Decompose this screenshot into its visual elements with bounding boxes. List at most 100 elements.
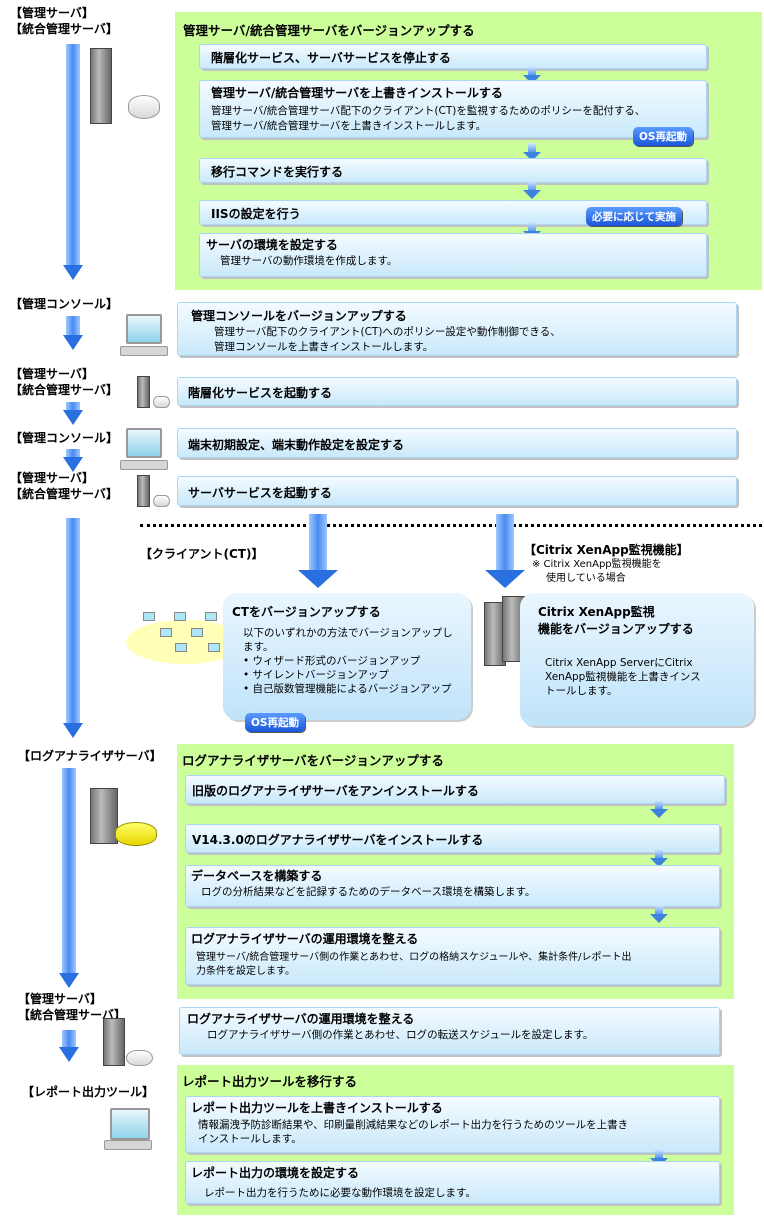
step-description: 管理サーバ/統合管理サーバ側の作業とあわせ、ログの格納スケジュールや、集計条件/… bbox=[196, 952, 632, 963]
flow-bar bbox=[62, 1030, 76, 1047]
step-description: 管理サーバの動作環境を作成します。 bbox=[220, 255, 398, 267]
server-icon bbox=[137, 475, 150, 507]
step-terminal-settings bbox=[177, 428, 737, 458]
citrix-note: ※ Citrix XenApp監視機能を bbox=[532, 559, 662, 570]
step-arrow bbox=[523, 143, 541, 161]
citrix-title: Citrix XenApp監視 bbox=[538, 605, 655, 619]
citrix-note: 使用している場合 bbox=[546, 573, 626, 584]
client-pc-icon bbox=[143, 612, 155, 621]
step-arrow bbox=[523, 181, 541, 199]
role-label-management-server: 【管理サーバ】 bbox=[18, 992, 102, 1006]
step-start-hierarchy-service bbox=[177, 377, 737, 406]
step-migration-command bbox=[199, 158, 707, 183]
step-console-upgrade bbox=[177, 302, 737, 356]
role-label-citrix: 【Citrix XenApp監視機能】 bbox=[524, 543, 689, 557]
role-label-management-console: 【管理コンソール】 bbox=[10, 297, 119, 311]
step-arrow bbox=[650, 849, 668, 867]
step-title: 移行コマンドを実行する bbox=[211, 165, 344, 179]
flow-bar bbox=[66, 316, 80, 336]
flow-arrow-head bbox=[59, 973, 79, 988]
step-arrow bbox=[650, 905, 668, 923]
role-label-integrated-server: 【統合管理サーバ】 bbox=[10, 487, 118, 501]
step-title: IISの設定を行う bbox=[211, 207, 301, 221]
step-title: サーバの環境を設定する bbox=[206, 238, 338, 252]
disk-icon bbox=[153, 396, 170, 408]
pc-icon bbox=[104, 1108, 152, 1150]
client-pc-icon bbox=[191, 628, 203, 637]
server-icon bbox=[90, 48, 112, 124]
role-label-integrated-server: 【統合管理サーバ】 bbox=[10, 22, 118, 36]
flow-bar bbox=[66, 44, 80, 266]
citrix-upgrade-card bbox=[520, 593, 754, 726]
ct-description: 以下のいずれかの方法でバージョンアップし bbox=[243, 627, 453, 639]
role-label-report-tool: 【レポート出力ツール】 bbox=[22, 1085, 155, 1099]
step-log-analyzer-environment bbox=[185, 927, 720, 985]
step-report-environment bbox=[185, 1161, 720, 1204]
step-description: ログアナライザサーバ側の作業とあわせ、ログの転送スケジュールを設定します。 bbox=[207, 1029, 594, 1041]
step-overwrite-install bbox=[199, 80, 707, 138]
flow-arrow-head bbox=[59, 1047, 79, 1062]
ct-upgrade-card bbox=[223, 593, 471, 720]
ct-method-item: • 自己版数管理機能によるバージョンアップ bbox=[243, 683, 452, 695]
disk-icon bbox=[126, 1050, 153, 1066]
step-description: ログの分析結果などを記録するためのデータベース環境を構築します。 bbox=[201, 886, 536, 898]
step-description: 管理サーバ/統合管理サーバを上書きインストールします。 bbox=[211, 120, 487, 132]
role-label-integrated-server: 【統合管理サーバ】 bbox=[18, 1008, 126, 1022]
role-label-client: 【クライアント(CT)】 bbox=[140, 547, 264, 561]
optional-badge: 必要に応じて実施 bbox=[586, 207, 682, 226]
step-title: レポート出力ツールを上書きインストールする bbox=[191, 1101, 443, 1115]
step-management-log-environment bbox=[179, 1007, 720, 1055]
section-title: ログアナライザサーバをバージョンアップする bbox=[182, 753, 444, 768]
branch-arrow-head bbox=[298, 570, 338, 588]
role-label-integrated-server: 【統合管理サーバ】 bbox=[10, 383, 118, 397]
step-stop-services bbox=[199, 44, 707, 69]
client-pc-icon bbox=[175, 643, 187, 652]
flow-arrow-head bbox=[63, 335, 83, 350]
ct-description: ます。 bbox=[243, 641, 274, 653]
client-pc-icon bbox=[174, 612, 186, 621]
role-label-management-console: 【管理コンソール】 bbox=[10, 431, 119, 445]
pc-icon bbox=[120, 428, 168, 470]
os-restart-badge: OS再起動 bbox=[245, 713, 305, 732]
step-server-environment bbox=[199, 233, 707, 277]
step-title: V14.3.0のログアナライザサーバをインストールする bbox=[192, 833, 484, 847]
role-label-log-analyzer: 【ログアナライザサーバ】 bbox=[18, 749, 162, 763]
ct-method-item: • サイレントバージョンアップ bbox=[243, 669, 389, 681]
flow-arrow-head bbox=[63, 265, 83, 280]
step-uninstall-old bbox=[185, 775, 725, 804]
os-restart-badge: OS再起動 bbox=[633, 127, 693, 146]
flow-arrow-head bbox=[63, 410, 83, 425]
section-title: レポート出力ツールを移行する bbox=[182, 1074, 358, 1089]
server-icon bbox=[137, 376, 150, 408]
step-start-server-service bbox=[177, 476, 737, 506]
citrix-description: XenApp監視機能を上書きインス bbox=[545, 671, 701, 683]
branch-arrow-head bbox=[485, 570, 525, 588]
client-pc-icon bbox=[160, 628, 172, 637]
step-description: 管理コンソールを上書きインストールします。 bbox=[214, 341, 434, 353]
ct-title: CTをバージョンアップする bbox=[232, 605, 381, 619]
flow-arrow-head bbox=[63, 457, 83, 472]
section-title: 管理サーバ/統合管理サーバをバージョンアップする bbox=[183, 23, 475, 38]
disk-icon bbox=[128, 95, 160, 119]
branch-arrow-bar bbox=[496, 514, 514, 570]
pc-icon bbox=[120, 314, 168, 356]
flow-bar bbox=[66, 402, 80, 411]
step-title: 管理サーバ/統合管理サーバを上書きインストールする bbox=[211, 86, 503, 100]
step-description: 力条件を設定します。 bbox=[196, 966, 295, 977]
step-description: 情報漏洩予防診断結果や、印刷量削減結果などのレポート出力を行うためのツールを上書… bbox=[198, 1119, 629, 1131]
role-label-management-server: 【管理サーバ】 bbox=[10, 367, 94, 381]
step-title: 階層化サービス、サーバサービスを停止する bbox=[211, 51, 451, 65]
server-icon bbox=[90, 788, 118, 844]
step-install-new bbox=[185, 824, 720, 853]
citrix-description: Citrix XenApp ServerにCitrix bbox=[545, 657, 693, 669]
divider-line bbox=[140, 524, 762, 527]
flow-bar bbox=[62, 768, 76, 974]
step-arrow bbox=[523, 66, 541, 84]
step-description: 管理サーバ/統合管理サーバ配下のクライアント(CT)を監視するためのポリシーを配… bbox=[211, 105, 646, 117]
step-title: ログアナライザサーバの運用環境を整える bbox=[191, 932, 419, 946]
flow-arrow-head bbox=[63, 723, 83, 738]
step-arrow bbox=[650, 800, 668, 818]
role-label-management-server: 【管理サーバ】 bbox=[10, 471, 94, 485]
client-pc-icon bbox=[205, 612, 217, 621]
step-title: 管理コンソールをバージョンアップする bbox=[191, 309, 407, 323]
